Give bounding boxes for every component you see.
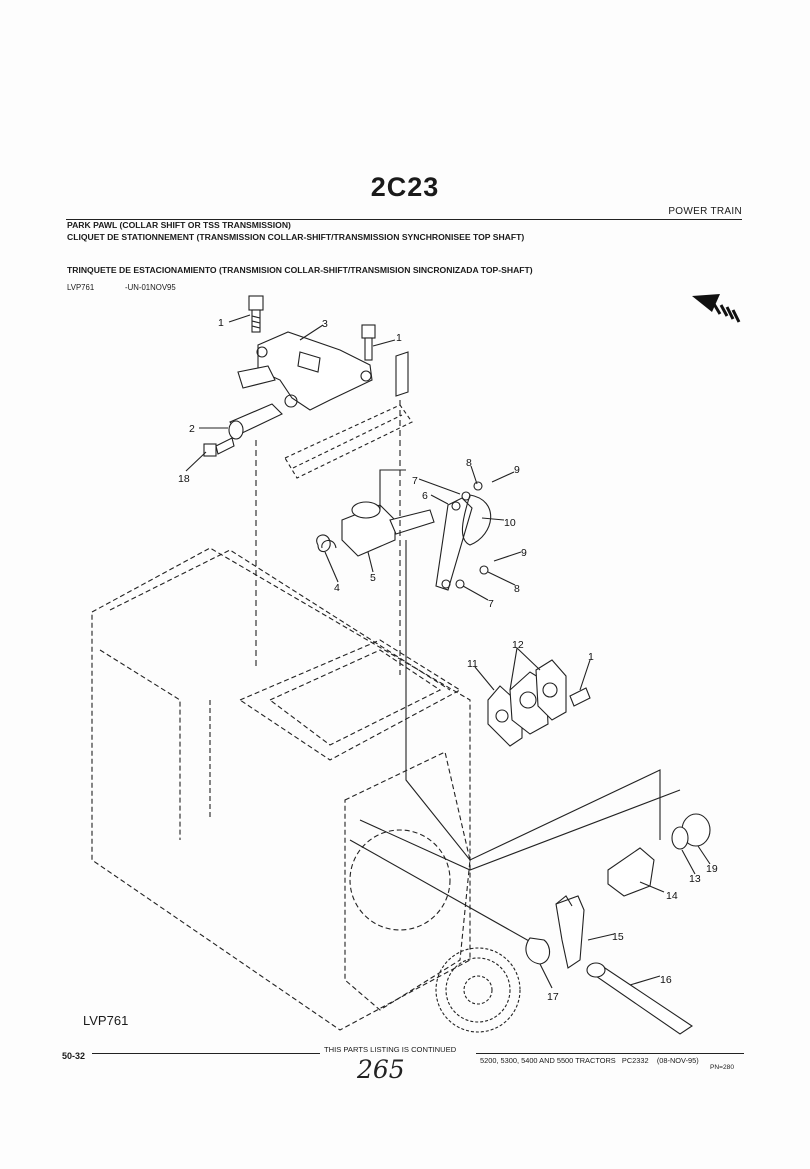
tractor-models: 5200, 5300, 5400 AND 5500 TRACTORS (480, 1056, 616, 1065)
callout-label: 6 (422, 490, 428, 502)
diagram-label: LVP761 (83, 1013, 129, 1028)
illustration-date: -UN-01NOV95 (125, 283, 176, 292)
callout-label: 8 (466, 457, 472, 469)
callout-label: 2 (189, 423, 195, 435)
callout-label: 7 (412, 475, 418, 487)
bolt-part (203, 437, 235, 457)
footer-rule (476, 1053, 744, 1054)
callout-label: 12 (512, 639, 524, 651)
actuator-part (341, 501, 435, 557)
pawl-housing-part (237, 331, 373, 411)
callout-label: 4 (334, 582, 340, 594)
handwritten-page-number: 265 (357, 1055, 405, 1084)
callout-label: 19 (706, 863, 718, 875)
header-rule (66, 219, 742, 220)
callout-label: 14 (666, 890, 678, 902)
callout-label: 15 (612, 931, 624, 943)
bolt-part (361, 324, 376, 361)
callout-label: 11 (467, 658, 478, 670)
callout-label: 1 (218, 317, 224, 329)
callout-label: 7 (488, 598, 494, 610)
title-spanish: TRINQUETE DE ESTACIONAMIENTO (TRANSMISIO… (67, 265, 533, 275)
direction-arrow-icon (692, 294, 741, 323)
plate-part (487, 659, 567, 747)
lever-part (435, 497, 473, 591)
title-english: PARK PAWL (COLLAR SHIFT OR TSS TRANSMISS… (67, 220, 291, 230)
pin-part (228, 403, 283, 440)
callout-label: 5 (370, 572, 376, 584)
callout-label: 9 (514, 464, 520, 476)
illustration-ref: LVP761 (67, 283, 95, 292)
bolt-part (248, 295, 264, 333)
page-code: 2C23 (370, 172, 440, 202)
title-french: CLIQUET DE STATIONNEMENT (TRANSMISSION C… (67, 232, 525, 242)
callout-label: 18 (178, 473, 190, 485)
callout-label: 10 (504, 517, 516, 529)
callout-label: 1 (396, 332, 402, 344)
shift-fork-part (555, 895, 585, 969)
continued-note: THIS PARTS LISTING IS CONTINUED (324, 1045, 457, 1054)
callout-label: 13 (689, 873, 701, 885)
shaft-part (586, 962, 693, 1035)
section-name: POWER TRAIN (668, 206, 742, 217)
callout-label: 8 (514, 583, 520, 595)
callout-label: 9 (521, 547, 527, 559)
pn-number: PN=280 (710, 1064, 735, 1071)
callout-label: 1 (588, 651, 594, 663)
callout-label: 3 (322, 318, 328, 330)
catalog-number: PC2332 (621, 1056, 649, 1065)
callout-label: 17 (547, 991, 559, 1003)
callout-labels: 1 3 1 2 18 8 9 7 6 10 9 8 7 4 5 12 11 1 … (178, 317, 718, 1003)
footer-rule (92, 1053, 320, 1054)
page-number: 50-32 (62, 1051, 86, 1061)
catalog-date: (08-NOV-95) (656, 1056, 699, 1065)
gear-part (435, 947, 521, 1033)
footer-info: 5200, 5300, 5400 AND 5500 TRACTORS PC233… (480, 1056, 699, 1065)
callout-label: 16 (660, 974, 672, 986)
transmission-case (91, 547, 471, 1031)
